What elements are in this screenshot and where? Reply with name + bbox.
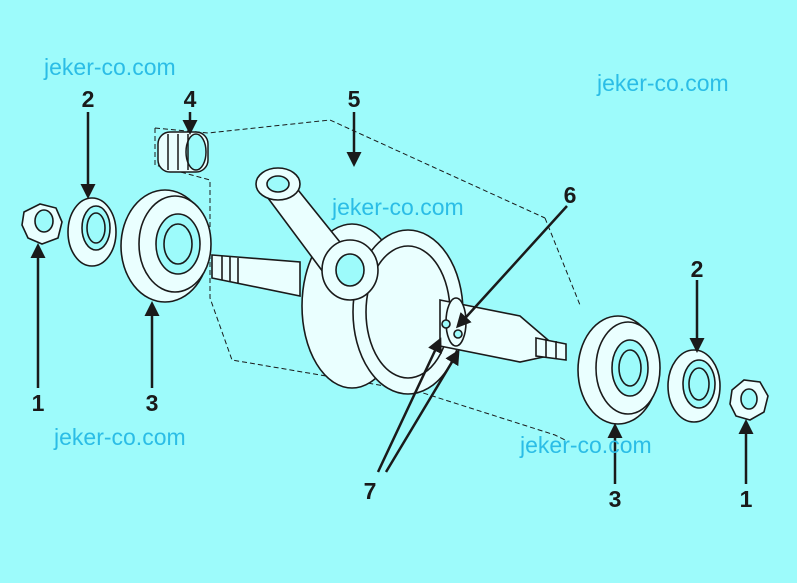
part-2-left-oil-seal: [67, 197, 117, 267]
callout-1-left: 1: [31, 390, 45, 416]
callout-4: 4: [183, 86, 197, 112]
part-3-left-bearing: [120, 189, 212, 303]
part-1-right-nut: [729, 379, 769, 421]
watermark-top-right: jeker-co.com: [597, 70, 729, 96]
callout-6: 6: [563, 182, 577, 208]
watermark-top-left: jeker-co.com: [44, 54, 176, 80]
callout-3-left: 3: [145, 390, 159, 416]
part-3-right-bearing: [577, 315, 661, 425]
watermark-bottom-right: jeker-co.com: [520, 432, 652, 458]
part-4-needle-bearing: [157, 131, 209, 173]
callout-7: 7: [363, 478, 377, 504]
assembly-dashed-outline: [154, 119, 581, 441]
callout-leaders: [30, 112, 754, 484]
callout-1-right: 1: [739, 486, 753, 512]
callout-3-right: 3: [608, 486, 622, 512]
part-2-right-oil-seal: [667, 349, 721, 423]
callout-5: 5: [347, 86, 361, 112]
watermark-bottom-left: jeker-co.com: [54, 424, 186, 450]
callout-2-left: 2: [81, 86, 95, 112]
part-5-crankshaft: [211, 167, 567, 395]
callout-2-right: 2: [690, 256, 704, 282]
part-1-left-nut: [21, 203, 63, 245]
watermark-center: jeker-co.com: [332, 194, 464, 220]
